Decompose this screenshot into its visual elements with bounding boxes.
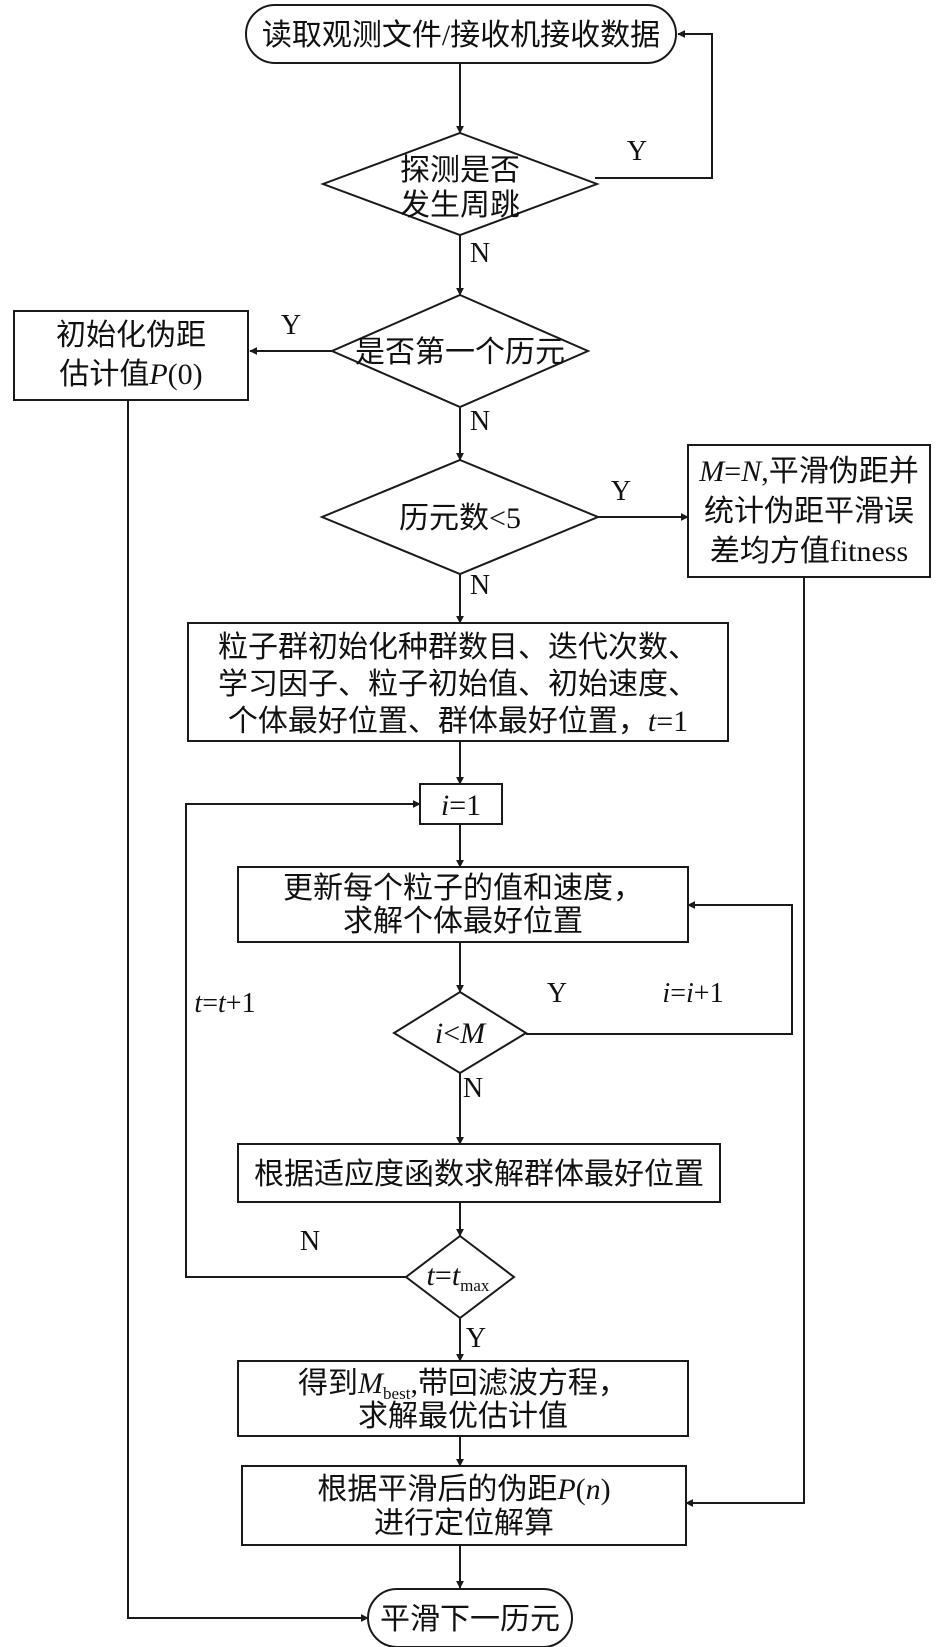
node-get-mbest-label-2: 求解最优估计值 — [358, 1400, 568, 1433]
node-positioning-label-2: 进行定位解算 — [374, 1507, 554, 1540]
edge-label-iM-yes: Y — [547, 978, 567, 1009]
node-t-max-check-label: t=tmax — [427, 1259, 490, 1295]
node-global-best-label: 根据适应度函数求解群体最好位置 — [254, 1158, 704, 1191]
node-init-pseudorange: 初始化伪距 估计值P(0) — [13, 310, 249, 401]
node-i-init-label: i=1 — [441, 789, 481, 822]
edge-tmax-no-loop — [185, 800, 421, 1278]
edge-label-i-increment: i=i+1 — [662, 978, 723, 1009]
node-smooth-statistics-label-3: 差均方值fitness — [710, 535, 908, 568]
edge-label-slip-no: N — [470, 238, 490, 269]
edge-init-to-next — [127, 400, 369, 1622]
node-t-max-check: t=tmax — [404, 1234, 516, 1320]
node-global-best: 根据适应度函数求解群体最好位置 — [237, 1143, 721, 1203]
node-pso-initialization: 粒子群初始化种群数目、迭代次数、 学习因子、粒子初始值、初始速度、 个体最好位置… — [187, 622, 729, 742]
node-pso-initialization-label: 粒子群初始化种群数目、迭代次数、 — [218, 631, 698, 664]
node-update-particles-label-2: 求解个体最好位置 — [343, 905, 583, 938]
node-first-epoch: 是否第一个历元 — [329, 293, 591, 409]
node-i-init: i=1 — [419, 783, 503, 825]
node-read-data-label: 读取观测文件/接收机接收数据 — [262, 19, 660, 52]
node-update-particles: 更新每个粒子的值和速度， 求解个体最好位置 — [237, 866, 689, 943]
edge-label-iM-no: N — [463, 1073, 483, 1104]
edge-label-first-yes: Y — [281, 310, 301, 341]
edge-labels: Y N Y N Y N Y i=i+1 t=t+1 N N Y — [194, 136, 723, 1354]
edges — [127, 30, 805, 1622]
edge-label-first-no: N — [470, 406, 490, 437]
edge-label-lt5-no: N — [470, 570, 490, 601]
node-smooth-next-epoch: 平滑下一历元 — [367, 1588, 573, 1647]
node-get-mbest-label: 得到Mbest,带回滤波方程， — [298, 1367, 628, 1403]
node-detect-cycle-slip-label-2: 发生周跳 — [400, 189, 520, 222]
edge-label-t-increment: t=t+1 — [194, 988, 255, 1019]
node-pso-initialization-label-3: 个体最好位置、群体最好位置，t=1 — [228, 705, 688, 738]
edge-label-lt5-yes: Y — [611, 476, 631, 507]
node-i-less-M: i<M — [392, 990, 528, 1075]
node-detect-cycle-slip-label: 探测是否 — [400, 154, 520, 187]
node-first-epoch-label: 是否第一个历元 — [355, 336, 565, 369]
node-update-particles-label: 更新每个粒子的值和速度， — [283, 872, 643, 905]
node-positioning: 根据平滑后的伪距P(n) 进行定位解算 — [241, 1465, 687, 1546]
node-read-data: 读取观测文件/接收机接收数据 — [245, 4, 677, 64]
node-smooth-statistics: M=N,平滑伪距并 统计伪距平滑误 差均方值fitness — [687, 444, 931, 578]
edge-iM-yes-loop — [526, 901, 793, 1035]
node-i-less-M-label: i<M — [435, 1017, 487, 1050]
node-init-pseudorange-label-2: 估计值P(0) — [59, 358, 202, 391]
node-get-mbest: 得到Mbest,带回滤波方程， 求解最优估计值 — [237, 1360, 689, 1437]
edge-label-slip-yes: Y — [627, 136, 647, 167]
node-epoch-count-check-label: 历元数<5 — [399, 502, 521, 535]
node-pso-initialization-label-2: 学习因子、粒子初始值、初始速度、 — [218, 668, 698, 701]
edge-stats-to-position — [685, 577, 805, 1507]
node-epoch-count-check: 历元数<5 — [319, 458, 601, 576]
node-smooth-next-epoch-label: 平滑下一历元 — [380, 1603, 560, 1636]
node-positioning-label: 根据平滑后的伪距P(n) — [317, 1473, 610, 1506]
edge-detect-yes-loop — [595, 30, 713, 179]
edge-label-tmax-no: N — [300, 1226, 320, 1257]
node-init-pseudorange-label: 初始化伪距 — [56, 319, 206, 352]
node-smooth-statistics-label: M=N,平滑伪距并 — [698, 455, 918, 488]
node-smooth-statistics-label-2: 统计伪距平滑误 — [704, 495, 914, 528]
edge-label-tmax-yes: Y — [466, 1323, 486, 1354]
node-detect-cycle-slip: 探测是否 发生周跳 — [320, 131, 600, 237]
